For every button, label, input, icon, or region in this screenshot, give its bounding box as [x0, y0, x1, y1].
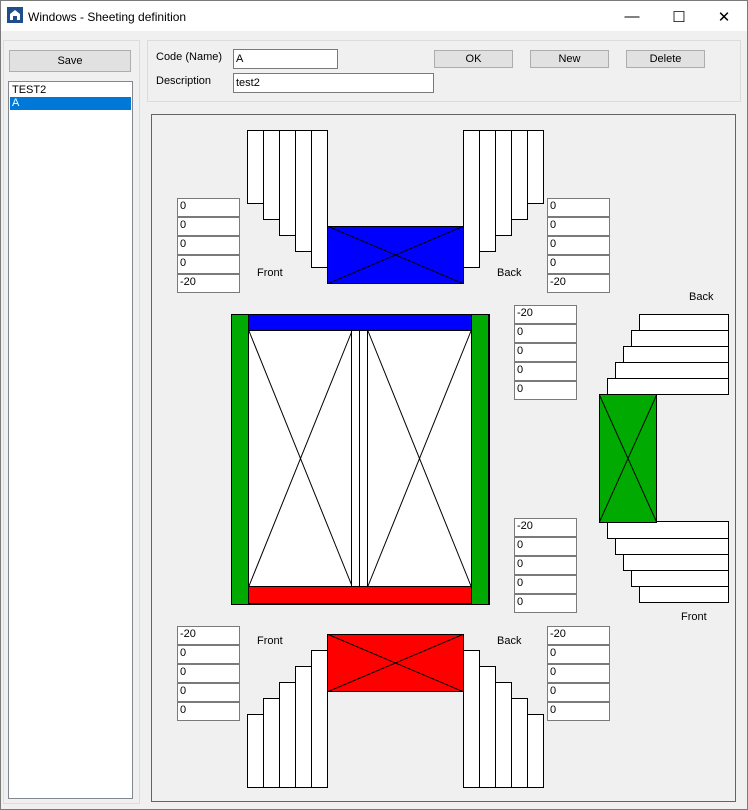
value-field[interactable]: 0: [177, 198, 240, 217]
top-back-step: [463, 130, 480, 268]
value-field[interactable]: -20: [177, 274, 240, 293]
value-field[interactable]: 0: [547, 683, 610, 702]
list-item[interactable]: TEST2: [12, 84, 47, 96]
right-bottom-values: -20 0 0 0 0: [514, 518, 577, 613]
right-front-step: [607, 521, 729, 539]
right-back-label: Back: [689, 291, 714, 303]
description-input[interactable]: test2: [233, 73, 434, 93]
value-field[interactable]: -20: [547, 626, 610, 645]
top-back-label: Back: [497, 267, 522, 279]
value-field[interactable]: 0: [177, 702, 240, 721]
window-elevation: [231, 314, 490, 605]
value-field[interactable]: 0: [514, 575, 577, 594]
value-field[interactable]: -20: [177, 626, 240, 645]
value-field[interactable]: 0: [514, 381, 577, 400]
bottom-front-values: -20 0 0 0 0: [177, 626, 240, 721]
top-profile-box: [327, 226, 464, 284]
value-field[interactable]: 0: [547, 198, 610, 217]
right-top-values: -20 0 0 0 0: [514, 305, 577, 400]
value-field[interactable]: -20: [514, 518, 577, 537]
value-field[interactable]: 0: [547, 645, 610, 664]
top-back-values: 0 0 0 0 -20: [547, 198, 610, 293]
header-panel: [147, 40, 741, 102]
top-front-values: 0 0 0 0 -20: [177, 198, 240, 293]
definition-list[interactable]: TEST2 A: [8, 81, 133, 799]
value-field[interactable]: 0: [514, 537, 577, 556]
minimize-button[interactable]: —: [624, 8, 640, 25]
value-field[interactable]: 0: [177, 664, 240, 683]
value-field[interactable]: 0: [547, 255, 610, 274]
value-field[interactable]: 0: [514, 556, 577, 575]
value-field[interactable]: -20: [547, 274, 610, 293]
bottom-front-label: Front: [257, 635, 283, 647]
value-field[interactable]: 0: [514, 594, 577, 613]
value-field[interactable]: 0: [514, 343, 577, 362]
bottom-back-step: [463, 650, 480, 788]
code-label: Code (Name): [156, 51, 223, 63]
right-back-step: [607, 378, 729, 395]
app-icon: [7, 7, 23, 23]
bottom-front-step: [311, 650, 328, 788]
title-bar: Windows - Sheeting definition — ☐ ✕: [1, 1, 747, 31]
bottom-back-label: Back: [497, 635, 522, 647]
maximize-button[interactable]: ☐: [672, 8, 686, 26]
close-button[interactable]: ✕: [717, 8, 731, 26]
value-field[interactable]: 0: [547, 217, 610, 236]
right-front-label: Front: [681, 611, 707, 623]
value-field[interactable]: 0: [177, 255, 240, 274]
window-title: Windows - Sheeting definition: [28, 10, 187, 24]
save-button[interactable]: Save: [9, 50, 131, 72]
value-field[interactable]: -20: [514, 305, 577, 324]
value-field[interactable]: 0: [547, 702, 610, 721]
code-input[interactable]: A: [233, 49, 338, 69]
value-field[interactable]: 0: [547, 236, 610, 255]
value-field[interactable]: 0: [514, 362, 577, 381]
ok-button[interactable]: OK: [434, 50, 513, 68]
value-field[interactable]: 0: [177, 236, 240, 255]
value-field[interactable]: 0: [177, 645, 240, 664]
top-front-label: Front: [257, 267, 283, 279]
bottom-back-values: -20 0 0 0 0: [547, 626, 610, 721]
new-button[interactable]: New: [530, 50, 609, 68]
value-field[interactable]: 0: [177, 683, 240, 702]
top-front-step: [311, 130, 328, 268]
value-field[interactable]: 0: [177, 217, 240, 236]
list-item-selected[interactable]: A: [10, 97, 131, 110]
value-field[interactable]: 0: [547, 664, 610, 683]
left-panel: [3, 40, 140, 804]
side-profile-box: [599, 394, 657, 523]
description-label: Description: [156, 75, 212, 87]
delete-button[interactable]: Delete: [626, 50, 705, 68]
value-field[interactable]: 0: [514, 324, 577, 343]
bottom-profile-box: [327, 634, 464, 692]
